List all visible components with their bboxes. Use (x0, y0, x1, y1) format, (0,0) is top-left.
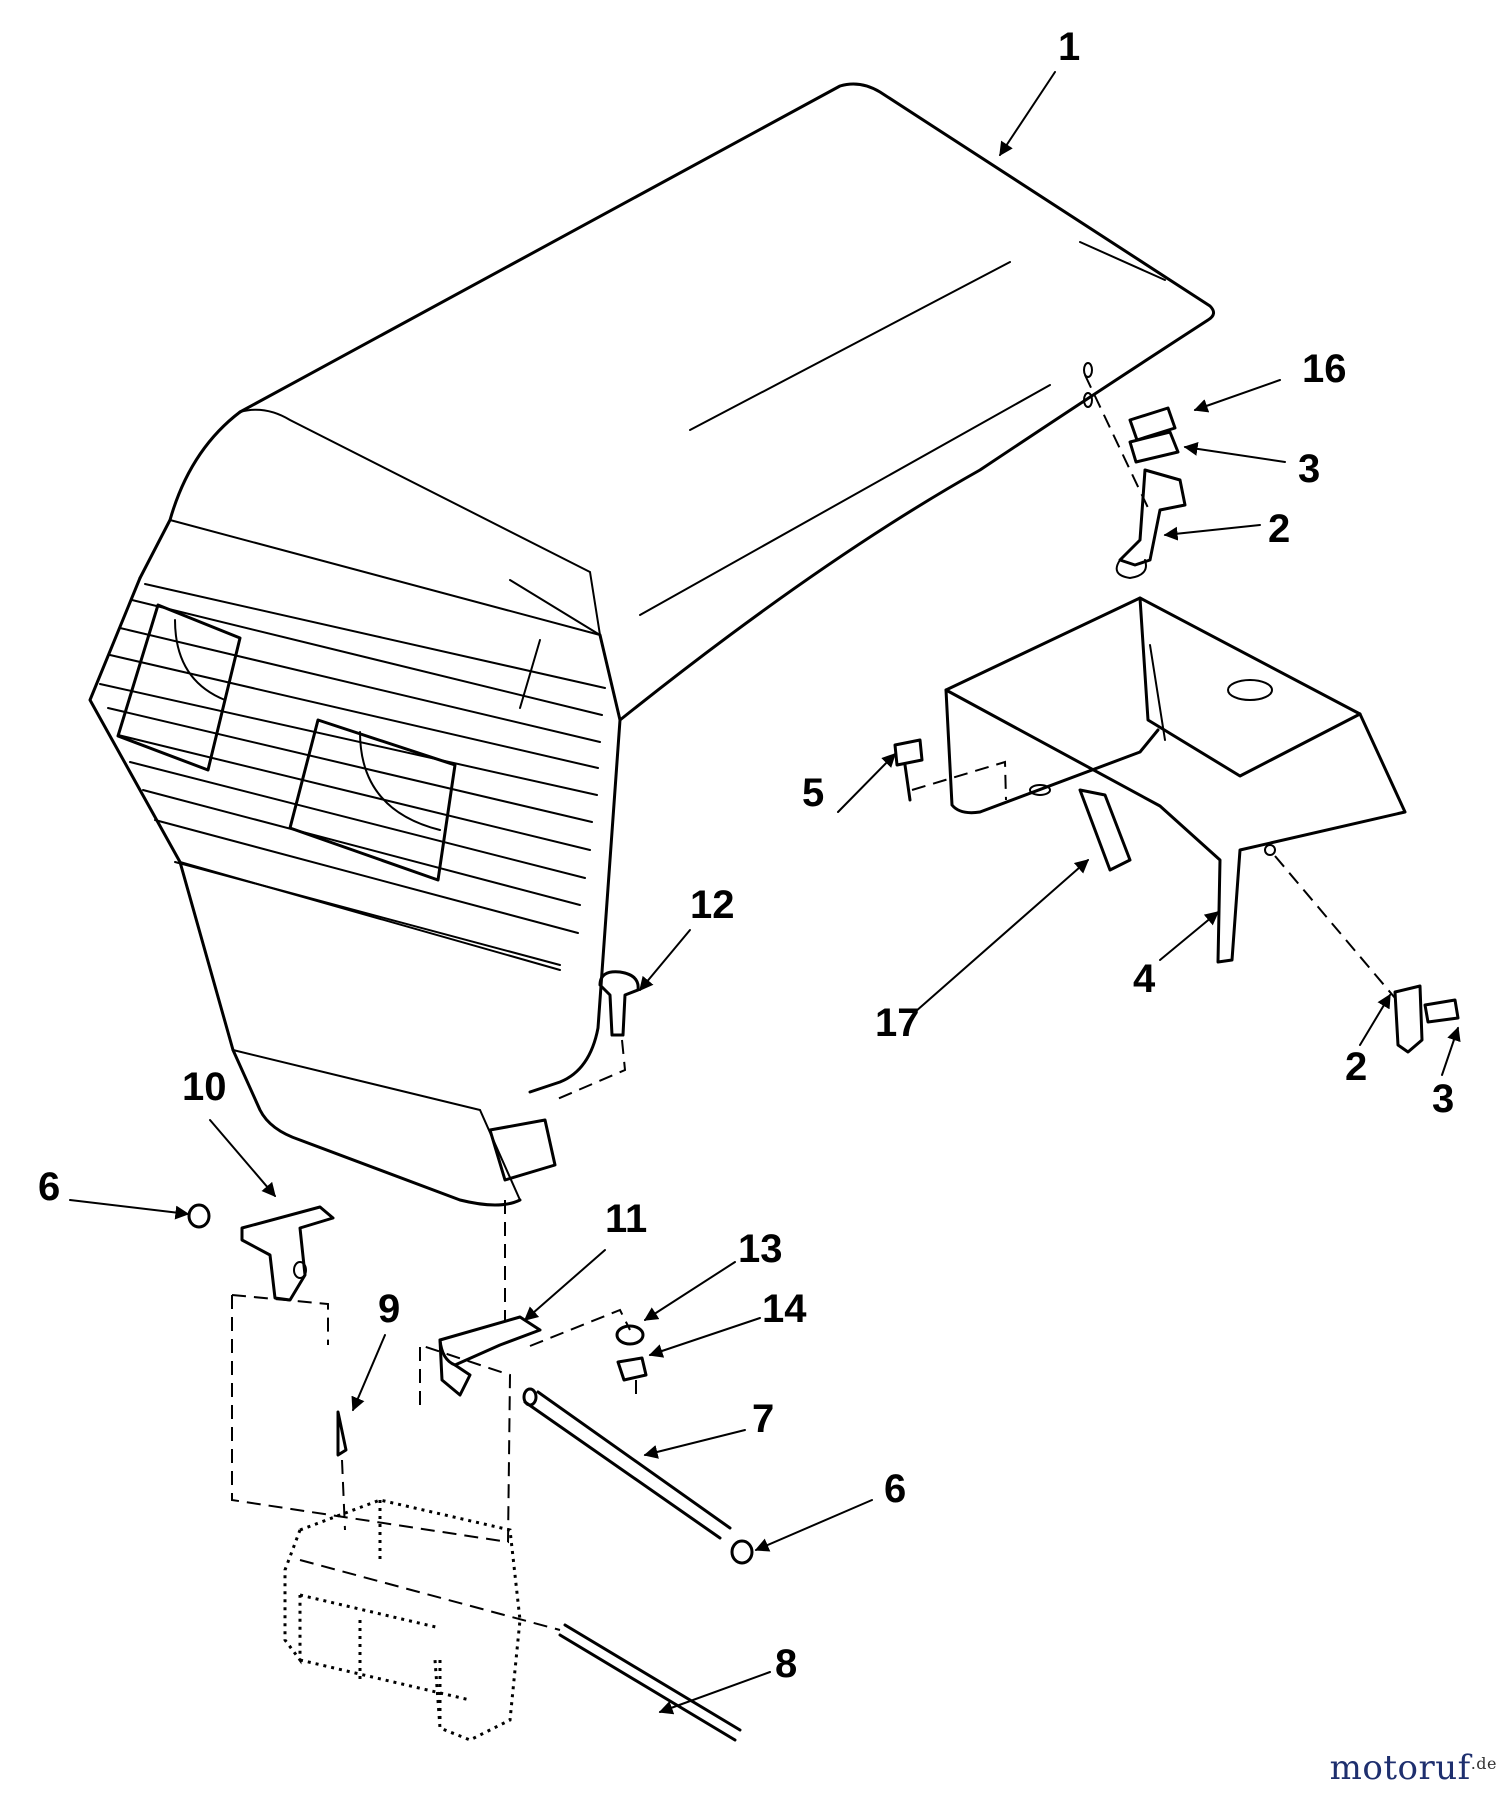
latch-part-upper (1115, 468, 1187, 580)
callout-10: 10 (182, 1065, 227, 1109)
callout-3-upper: 3 (1298, 447, 1320, 491)
callout-1: 1 (1058, 25, 1080, 69)
latch-part-lower (1274, 855, 1460, 1054)
callout-12: 12 (690, 883, 735, 927)
callout-2-upper: 2 (1268, 507, 1290, 551)
callout-2-lower: 2 (1345, 1045, 1367, 1089)
callout-13: 13 (738, 1227, 783, 1271)
callout-9: 9 (378, 1287, 400, 1331)
callout-labels: 1 16 3 2 5 17 4 2 3 12 10 6 11 13 14 9 7… (38, 25, 1454, 1686)
rod-part-8 (299, 1559, 742, 1742)
callout-4: 4 (1133, 957, 1156, 1001)
mount-bracket-part (944, 596, 1407, 964)
washer-nut-13-14 (615, 1324, 648, 1382)
callout-16: 16 (1302, 347, 1347, 391)
bolt-part-5 (893, 738, 1007, 802)
callout-7: 7 (752, 1397, 774, 1441)
callout-17: 17 (875, 1001, 920, 1045)
callout-6-right: 6 (884, 1467, 906, 1511)
bracket-part-11 (438, 1315, 542, 1397)
pins-upper (1083, 362, 1180, 513)
headlight-left (116, 603, 242, 772)
leader-lines (69, 71, 1461, 1715)
bolt-part-12 (554, 970, 640, 1101)
callout-6-left: 6 (38, 1165, 60, 1209)
callout-3-lower: 3 (1432, 1077, 1454, 1121)
callout-14: 14 (762, 1287, 807, 1331)
hood-latch-hole (488, 1118, 557, 1182)
clip-part-17 (1078, 788, 1132, 872)
hood-grille (99, 583, 606, 966)
watermark-domain: .de (1470, 1754, 1497, 1773)
bracket-part-10 (187, 1203, 335, 1302)
frame-reference-outline (283, 1498, 522, 1742)
axle-part-7 (522, 1387, 754, 1565)
watermark-name: motoruf (1329, 1748, 1471, 1788)
callout-11: 11 (605, 1197, 647, 1241)
watermark-logo: motoruf.de (1330, 1748, 1497, 1788)
headlight-right (288, 718, 457, 882)
callout-5: 5 (802, 771, 824, 815)
hood-part (88, 82, 1215, 1207)
cotter-pin-part-9 (336, 1410, 348, 1457)
callout-8: 8 (775, 1642, 797, 1686)
